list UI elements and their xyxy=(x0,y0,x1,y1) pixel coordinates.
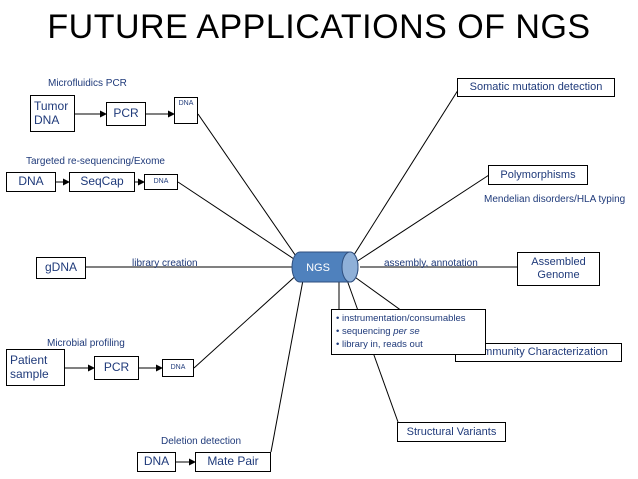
dna-product-box-bottom: DNA xyxy=(162,359,194,377)
ngs-hub-shape xyxy=(291,251,359,283)
somatic-mutation-box: Somatic mutation detection xyxy=(457,78,615,97)
assembled-genome-box: Assembled Genome xyxy=(517,252,600,286)
dna-product-box-top: DNA xyxy=(174,97,198,124)
dna-source-box-targeted: DNA xyxy=(6,172,56,192)
seqcap-box: SeqCap xyxy=(69,172,135,192)
notes-item-3: library in, reads out xyxy=(336,339,481,352)
ngs-notes-box: instrumentation/consumables sequencing p… xyxy=(331,309,486,355)
dna-product-box-targeted: DNA xyxy=(144,174,178,190)
line-targeted-to-ngs xyxy=(177,181,301,264)
notes-item-2: sequencing per se xyxy=(336,326,481,339)
deletion-label: Deletion detection xyxy=(161,436,242,447)
structural-variants-box: Structural Variants xyxy=(397,422,506,442)
patient-sample-box: Patient sample xyxy=(6,349,65,386)
notes-item-1: instrumentation/consumables xyxy=(336,313,481,326)
line-microbial-to-ngs xyxy=(193,271,301,369)
line-ngs-to-polymorphisms xyxy=(355,174,490,263)
dna-source-box-deletion: DNA xyxy=(137,452,176,472)
assembly-annotation-label: assembly, annotation xyxy=(384,258,478,269)
library-creation-label: library creation xyxy=(132,258,198,269)
tumor-dna-box: Tumor DNA xyxy=(30,95,75,132)
page-title: FUTURE APPLICATIONS OF NGS xyxy=(47,8,591,46)
ngs-hub-label: NGS xyxy=(306,262,330,274)
microfluidics-label: Microfluidics PCR xyxy=(48,78,127,89)
pcr-box-top: PCR xyxy=(106,102,146,126)
pcr-box-bottom: PCR xyxy=(94,356,139,380)
community-characterization-box: Community Characterization xyxy=(455,343,622,362)
mate-pair-box: Mate Pair xyxy=(195,452,271,472)
gdna-box: gDNA xyxy=(36,257,86,279)
microbial-label: Microbial profiling xyxy=(47,338,125,349)
mendelian-label: Mendelian disorders/HLA typing xyxy=(484,194,626,205)
targeted-label: Targeted re-sequencing/Exome xyxy=(26,156,165,167)
polymorphisms-box: Polymorphisms xyxy=(488,165,588,185)
line-ngs-to-somatic xyxy=(351,86,461,259)
line-matepair-to-ngs xyxy=(270,279,304,453)
line-microfluidics-to-ngs xyxy=(197,113,301,263)
